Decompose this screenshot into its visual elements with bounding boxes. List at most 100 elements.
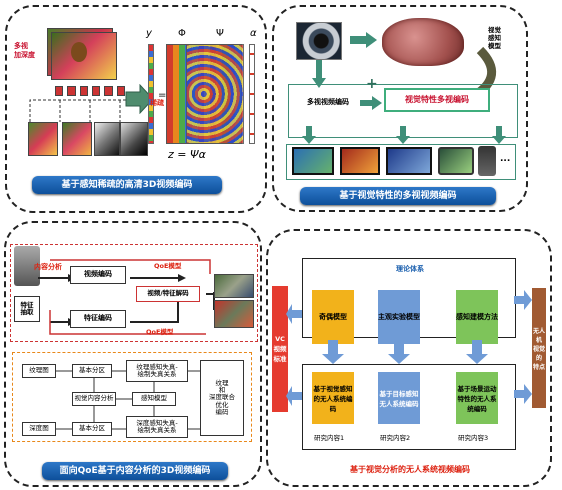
equation: z = Ψα xyxy=(168,148,206,161)
mosaic-cell xyxy=(173,94,180,101)
city-image-2 xyxy=(214,300,254,328)
mosaic-cell xyxy=(173,66,180,73)
box-depth-distortion: 深度感知失真- 绘制失真关系 xyxy=(126,416,188,438)
sub-diagram-arrows xyxy=(56,370,200,430)
panel-unmanned-system xyxy=(266,229,552,487)
mosaic-cell xyxy=(173,108,180,115)
eye-image xyxy=(296,22,342,60)
box-video-encode: 视频编码 xyxy=(70,266,126,284)
theory-title: 理论体系 xyxy=(396,265,424,273)
tv-3 xyxy=(386,147,432,175)
brain-image xyxy=(382,18,464,66)
box-decode: 视频/特征解码 xyxy=(136,286,200,302)
orange-dashed-frame xyxy=(12,352,252,442)
mosaic-cell xyxy=(179,136,186,143)
mosaic-cell xyxy=(173,80,180,87)
arrow-right-icon xyxy=(125,84,154,114)
mosaic-cell xyxy=(179,73,186,80)
arrow-down-icon xyxy=(312,60,326,88)
connector-lines xyxy=(29,99,140,122)
down-arrows-icon xyxy=(322,340,488,364)
ellipsis: ... xyxy=(500,154,511,164)
camera-array xyxy=(55,86,125,96)
uav-characteristics-bar: 无人 机 视觉 的 特点 xyxy=(532,288,546,408)
plus-sign: + xyxy=(366,76,378,92)
mosaic-cell xyxy=(173,73,180,80)
col3-bottom-box: 基于场景运动特性的无人系统编码 xyxy=(456,372,498,424)
mosaic-cell xyxy=(179,94,186,101)
symbol-phi: Φ xyxy=(178,28,186,39)
mosaic-cell xyxy=(179,66,186,73)
mosaic-cell xyxy=(173,136,180,143)
arrow-encode-right-icon xyxy=(360,96,382,110)
study-1-label: 研究内容1 xyxy=(314,434,345,442)
standard-bar: VC 视频 标准 xyxy=(272,286,288,412)
mosaic-cell xyxy=(167,94,174,101)
mosaic-cell xyxy=(179,45,186,52)
red-dashed-frame xyxy=(10,244,258,342)
vector-y xyxy=(148,44,154,144)
mosaic-cell xyxy=(167,101,174,108)
mosaic-cell xyxy=(173,122,180,129)
mosaic-cell xyxy=(179,80,186,87)
study-2-label: 研究内容2 xyxy=(380,434,411,442)
symbol-psi: Ψ xyxy=(216,28,224,39)
mosaic-cell xyxy=(167,45,174,52)
sparse-label: 稀疏 xyxy=(150,99,164,107)
mosaic-cell xyxy=(167,129,174,136)
mosaic-cell xyxy=(179,115,186,122)
symbol-y: y xyxy=(146,28,152,39)
box-visual-feature-encode: 视觉特性多视编码 xyxy=(384,88,490,112)
panel-qoe-content-analysis xyxy=(4,221,262,487)
mosaic-cell xyxy=(167,122,174,129)
box-perception-model: 感知模型 xyxy=(132,392,176,406)
mosaic-cell xyxy=(167,73,174,80)
box-joint-optimization: 纹理 和 深度联合 优化 编码 xyxy=(200,360,244,436)
flower-image-stack xyxy=(47,28,117,80)
mosaic-cell xyxy=(179,87,186,94)
symbol-alpha: α xyxy=(250,28,257,39)
col1-bottom-box: 基于视觉感知的无人系统编码 xyxy=(312,372,354,424)
qoe-model-top-label: QoE模型 xyxy=(154,262,182,270)
mosaic-cell xyxy=(173,101,180,108)
mosaic-cell xyxy=(179,122,186,129)
box-basic-partition-1: 基本分区 xyxy=(72,364,112,378)
vector-alpha xyxy=(249,44,255,144)
col3-top-box: 感知建模方法 xyxy=(456,290,498,344)
mosaic-cell xyxy=(167,136,174,143)
mosaic-cell xyxy=(179,108,186,115)
arrow-eye-to-brain-icon xyxy=(350,32,377,48)
city-image-1 xyxy=(214,274,254,298)
mosaic-cell xyxy=(173,59,180,66)
caption-sparse-coding: 基于感知稀疏的高清3D视频编码 xyxy=(32,176,222,194)
col2-top-box: 主观实验模型 xyxy=(378,290,420,344)
camera-rig-image xyxy=(14,246,40,286)
mosaic-cell xyxy=(173,45,180,52)
arrows-to-devices-icon xyxy=(302,126,506,144)
mosaic-cell xyxy=(179,129,186,136)
mosaic-cell xyxy=(167,52,174,59)
mosaic-cell xyxy=(173,87,180,94)
box-depth: 深度图 xyxy=(22,422,56,436)
left-arrows-icon xyxy=(286,304,302,406)
mosaic-cell xyxy=(167,87,174,94)
model-label: 视觉 感知 模型 xyxy=(488,26,501,51)
caption-visual-characteristics: 基于视觉特性的多视视频编码 xyxy=(300,187,496,205)
box-basic-partition-2: 基本分区 xyxy=(72,422,112,436)
mosaic-cell xyxy=(179,101,186,108)
equals-sign: = xyxy=(158,90,167,101)
study-3-label: 研究内容3 xyxy=(458,434,489,442)
box-visual-content: 视觉内容分析 xyxy=(72,392,116,406)
mosaic-cell xyxy=(173,52,180,59)
research-frame xyxy=(302,364,516,450)
box-feature-encode: 特征编码 xyxy=(70,310,126,328)
box-multiview-encode: 多视视频编码 xyxy=(296,92,360,114)
col2-bottom-box: 基于目标感知无人系统编码 xyxy=(378,372,420,424)
box-texture-distortion: 纹理感知失真- 绘制失真关系 xyxy=(126,360,188,382)
col1-top-box: 奇偶模型 xyxy=(312,290,354,344)
content-analysis-label: 内容分析 xyxy=(34,263,62,271)
mosaic-cell xyxy=(167,66,174,73)
phone xyxy=(478,146,496,176)
qoe-model-bottom-label: QoE模型 xyxy=(146,328,174,336)
caption-unmanned-system: 基于视觉分析的无人系统视频编码 xyxy=(350,465,470,474)
